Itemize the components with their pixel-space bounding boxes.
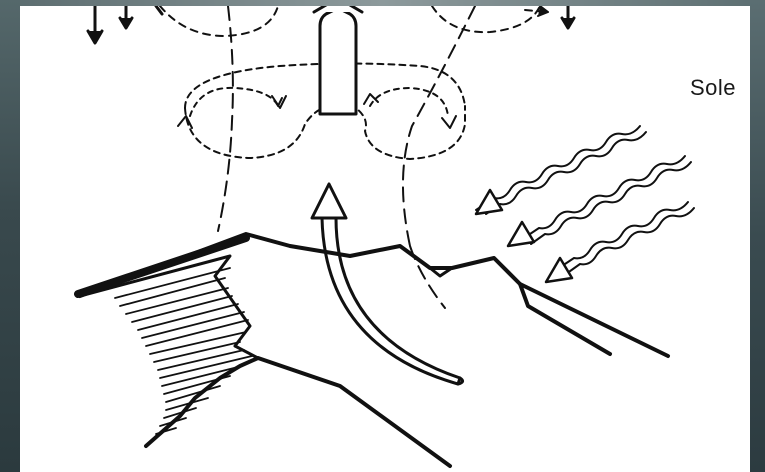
upward-slope-wind-arrow (312, 184, 463, 384)
convection-cell-right (364, 88, 456, 128)
descending-air-arrows (88, 6, 162, 43)
sun-ray-3 (546, 202, 694, 282)
diagram-svg (20, 6, 750, 472)
sun-ray-1 (476, 126, 646, 214)
backdrop-right (750, 0, 765, 472)
sun-label: Sole (690, 75, 736, 101)
backdrop-left (0, 0, 20, 472)
rising-column-upper (314, 6, 362, 114)
diagram-panel: Sole (20, 6, 750, 472)
sun-ray-2 (508, 156, 691, 246)
descending-air-arrow-right (562, 6, 574, 28)
